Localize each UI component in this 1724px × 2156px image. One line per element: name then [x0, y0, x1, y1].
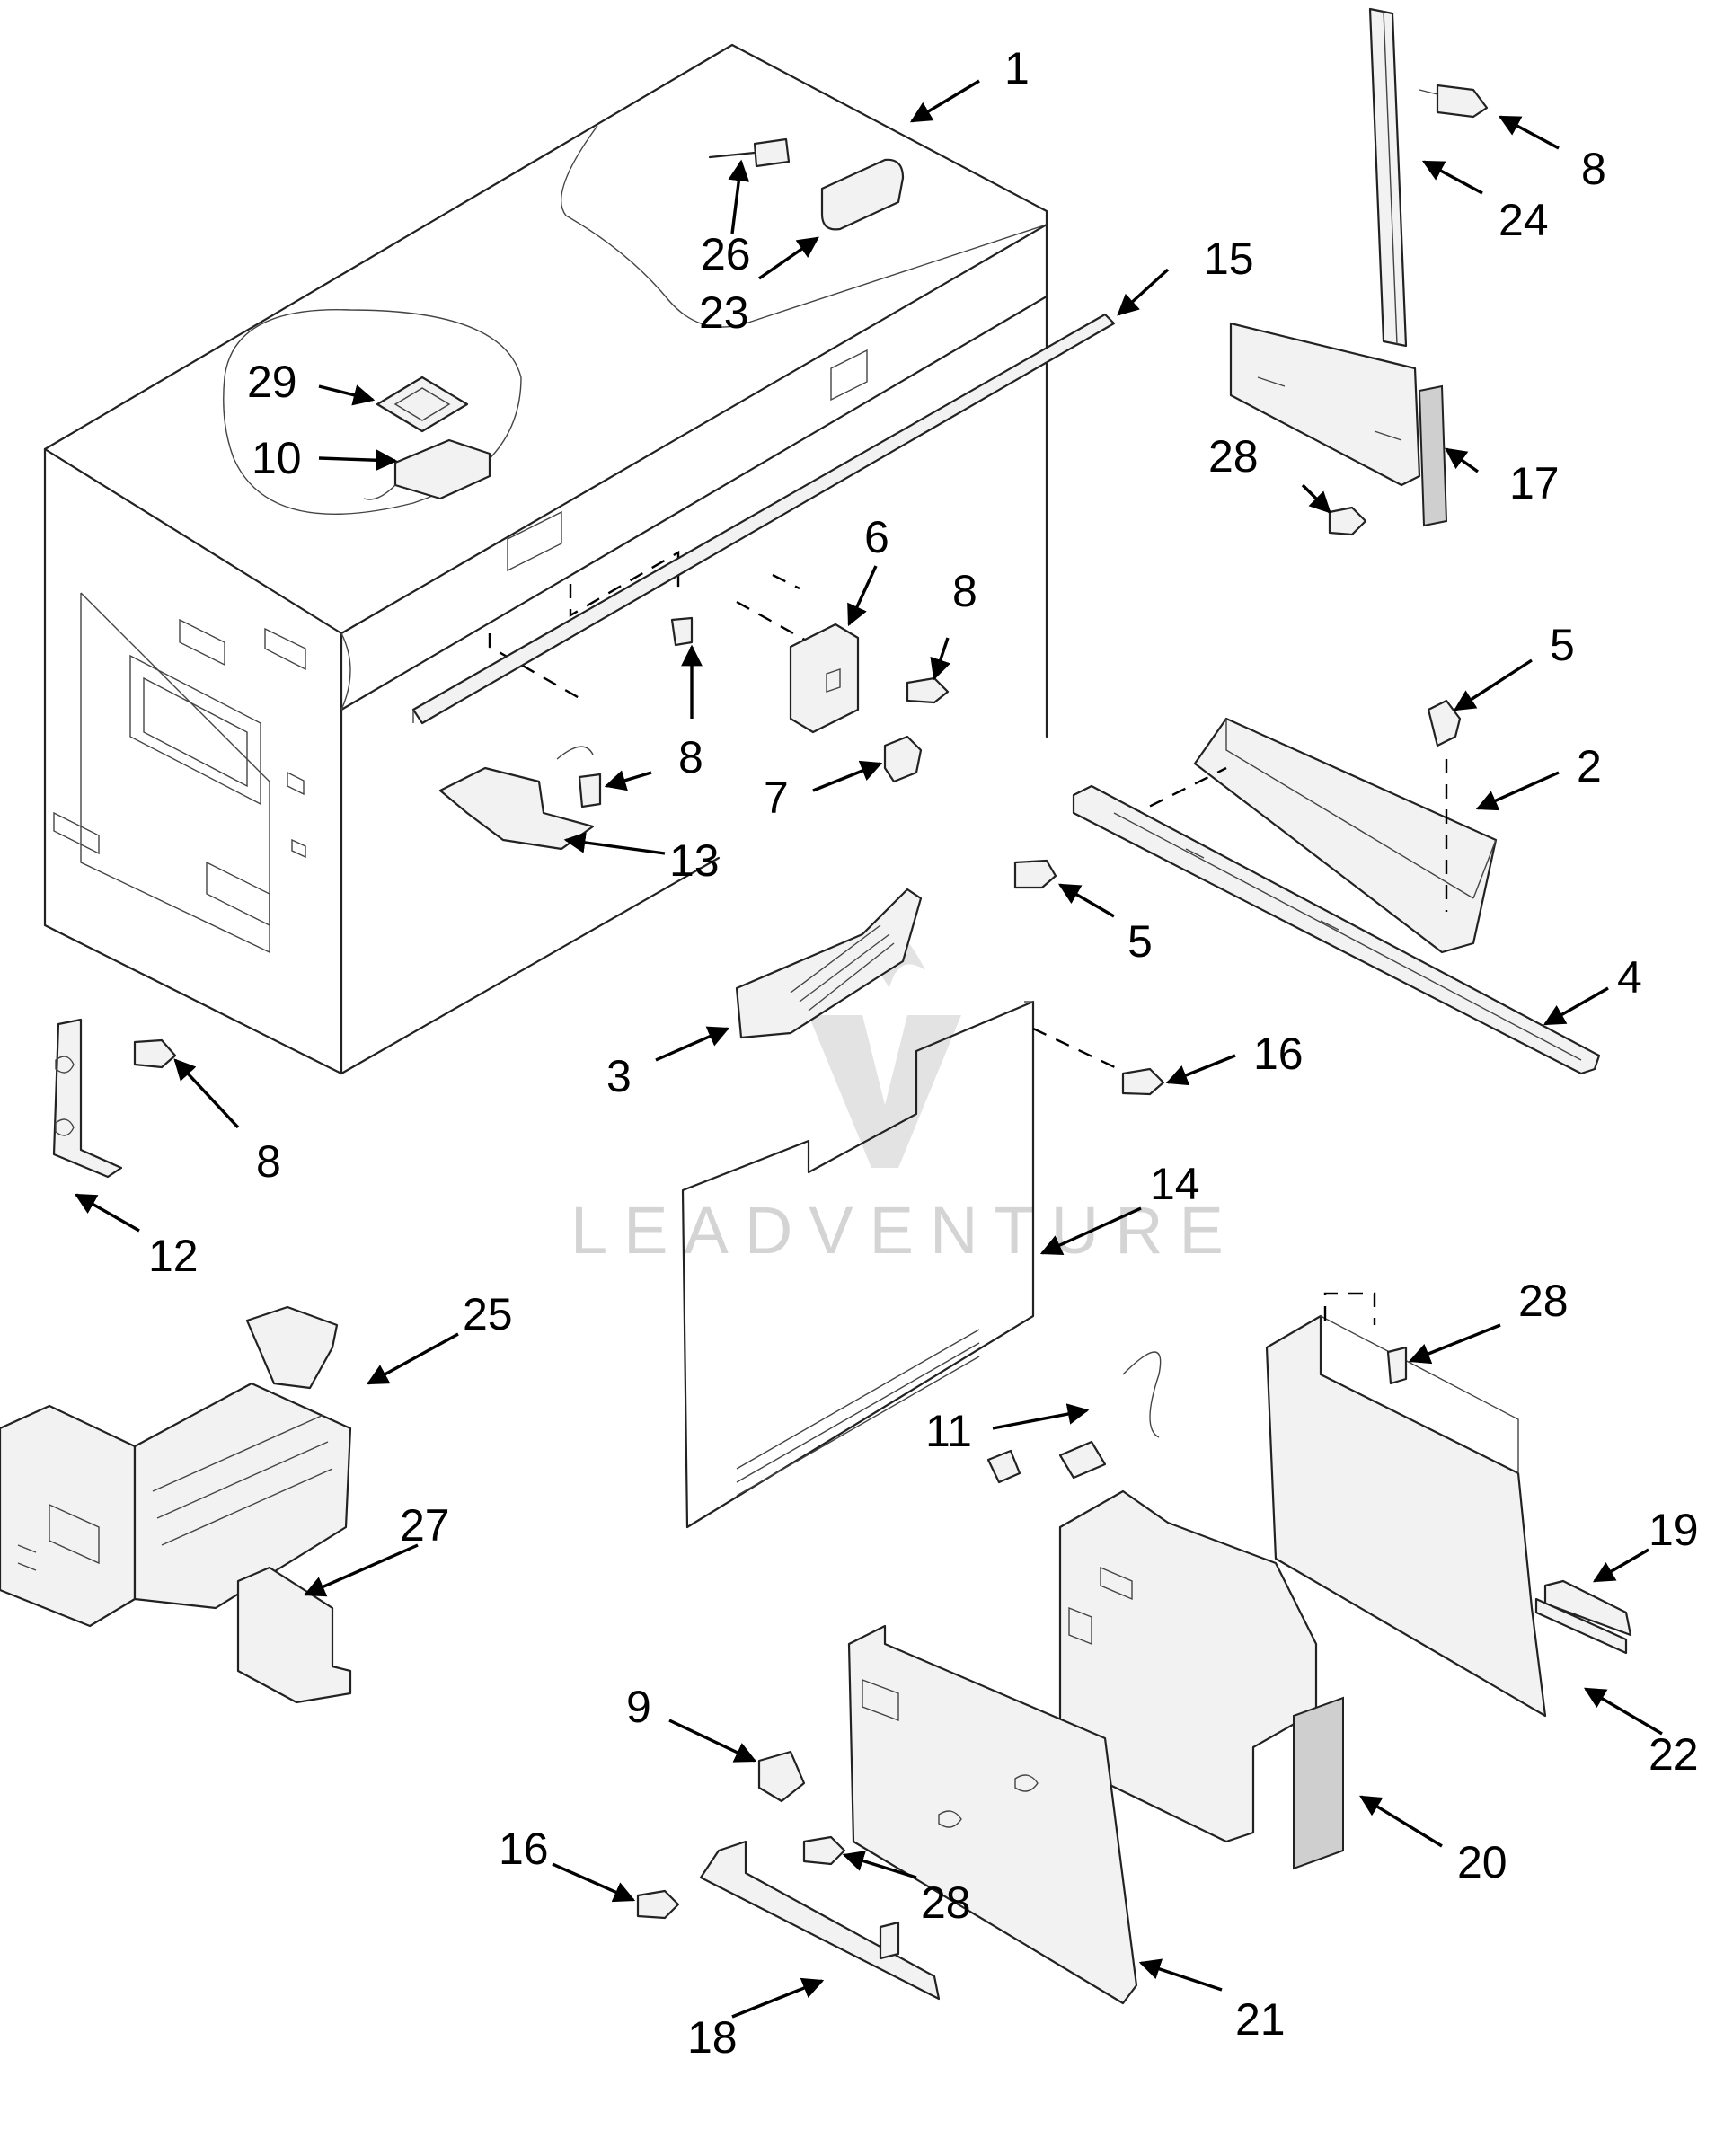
support-bracket-2: [1127, 717, 1498, 954]
screw-16-bottom: [636, 1889, 680, 1920]
cabinet-liner: [43, 43, 1048, 1075]
back-panel-22: [1265, 1292, 1547, 1718]
damper-control-10: [393, 438, 491, 500]
screw-8-switch: [906, 676, 950, 704]
screw-28-panel: [1386, 1346, 1408, 1385]
slide-19: [1534, 1579, 1632, 1655]
switch-7: [883, 735, 923, 783]
callout-6: 6: [864, 512, 889, 562]
callout-5: 5: [1127, 916, 1153, 967]
harness-11: [986, 1351, 1162, 1484]
callout-18: 18: [687, 2012, 738, 2063]
callout-16: 16: [1253, 1029, 1304, 1079]
callout-20: 20: [1457, 1837, 1507, 1887]
callout-8: 8: [678, 732, 703, 782]
switch-housing-6: [789, 623, 860, 734]
screw-8-top: [1436, 84, 1489, 119]
shield-27: [236, 1566, 352, 1704]
callout-29: 29: [247, 357, 297, 407]
callout-27: 27: [400, 1500, 450, 1551]
drawer-slide-4: [1072, 784, 1601, 1075]
callout-25: 25: [463, 1289, 513, 1339]
callout-22: 22: [1649, 1729, 1699, 1780]
light-housing-23: [820, 158, 905, 231]
light-bracket-13: [438, 746, 602, 851]
small-bracket-12: [52, 1018, 123, 1179]
callout-1: 1: [1004, 43, 1030, 93]
callout-11: 11: [925, 1406, 972, 1456]
trim-strip-15: [411, 313, 1116, 725]
thermistor-29: [376, 376, 469, 433]
callout-17: 17: [1509, 458, 1560, 508]
callout-21: 21: [1235, 1994, 1286, 2045]
drawer-front-14: [681, 1000, 1119, 1529]
callout-12: 12: [148, 1231, 199, 1281]
bracket-17: [1229, 322, 1448, 527]
callout-28: 28: [1208, 431, 1259, 482]
vertical-rail-24: [1368, 7, 1489, 348]
callout-28: 28: [1518, 1276, 1569, 1326]
screw-16-top: [1121, 1067, 1165, 1096]
screw-8-side: [133, 1038, 177, 1069]
callout-28: 28: [921, 1878, 971, 1928]
front-panel-21: [847, 1624, 1138, 2005]
callout-2: 2: [1577, 741, 1602, 791]
leader-arrows: [74, 79, 1663, 2019]
callout-8: 8: [256, 1136, 281, 1187]
callout-19: 19: [1649, 1505, 1699, 1555]
callout-23: 23: [699, 287, 749, 338]
callout-7: 7: [764, 773, 789, 823]
callout-10: 10: [252, 433, 302, 483]
screw-5-top: [1427, 699, 1462, 747]
callout-14: 14: [1150, 1159, 1200, 1209]
drawer-handle-3: [735, 888, 923, 1039]
screw-5-side: [1013, 859, 1057, 889]
watermark: LEADVENTURE: [570, 929, 1240, 1268]
bottom-slide-18: [699, 1840, 941, 2001]
callout-24: 24: [1499, 195, 1549, 245]
screw-8-bracket: [578, 773, 602, 808]
callout-15: 15: [1204, 234, 1254, 284]
callout-5: 5: [1550, 620, 1575, 670]
callout-13: 13: [669, 835, 720, 886]
watermark-text: LEADVENTURE: [570, 1193, 1240, 1268]
screw-8-center: [670, 616, 694, 647]
callout-9: 9: [626, 1682, 651, 1732]
wire-harness-26: [708, 137, 791, 168]
screw-28-top: [1328, 506, 1367, 536]
callout-26: 26: [701, 229, 751, 279]
ice-maker-25: [0, 1305, 352, 1628]
screw-28-bottom: [802, 1835, 846, 1866]
callout-8: 8: [1581, 144, 1606, 194]
control-housing-20: [1058, 1489, 1344, 1870]
switch-9: [757, 1750, 806, 1803]
callout-3: 3: [606, 1051, 632, 1101]
callout-4: 4: [1617, 952, 1642, 1003]
callout-16: 16: [499, 1824, 549, 1874]
callout-labels: 1 26 23 15 8 24 29 10 28 17 6 8 5 8 2 7 …: [148, 43, 1699, 2063]
callout-8: 8: [952, 566, 977, 616]
watermark-logo-icon: [809, 929, 961, 1168]
